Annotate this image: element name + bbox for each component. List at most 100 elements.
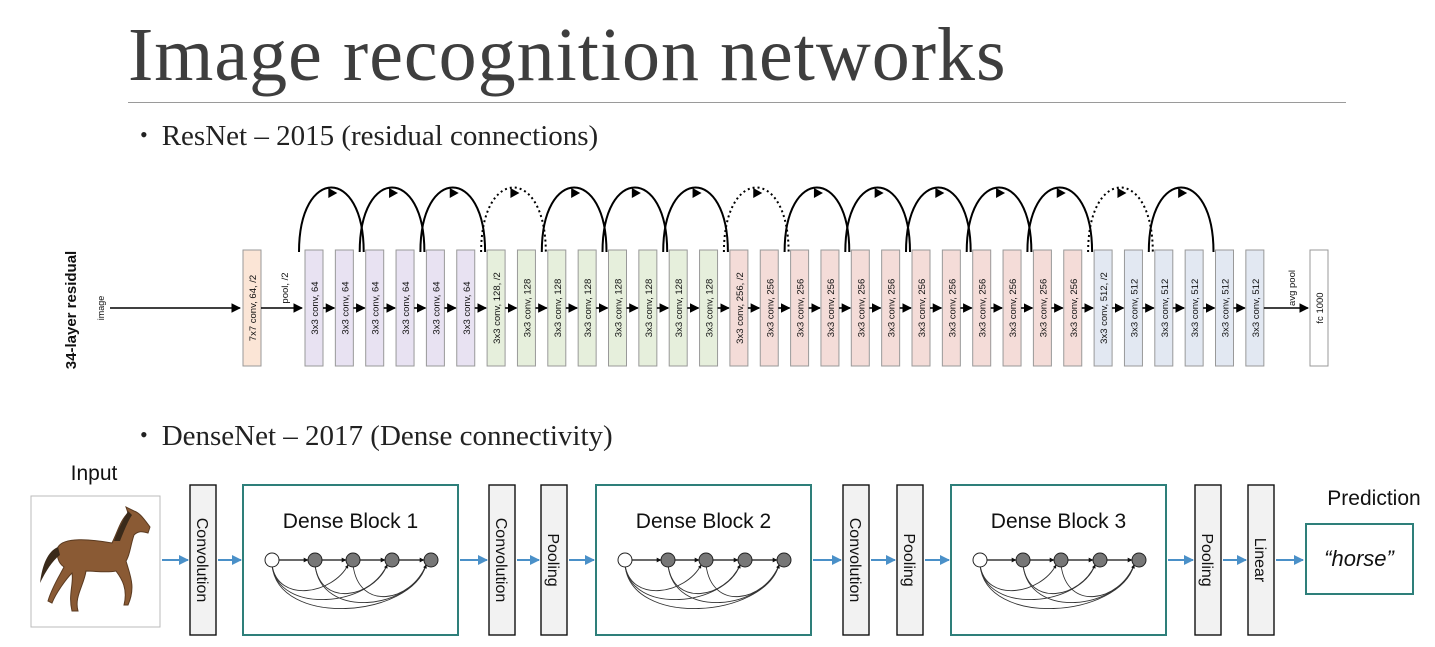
title-divider xyxy=(128,102,1346,103)
dense-node xyxy=(307,552,323,568)
layer-label: 3x3 conv, 64 xyxy=(462,281,473,334)
layer-box xyxy=(540,484,568,636)
layer-box xyxy=(1247,484,1275,636)
dense-connection xyxy=(1022,564,1096,594)
skip-connection-arc xyxy=(480,186,547,253)
skip-connection-arc xyxy=(1087,186,1154,253)
layer-label: 3x3 conv, 512 xyxy=(1251,279,1262,337)
resnet-diagram: 34-layer residual image 7x7 conv, 64, /2 po… xyxy=(63,186,1329,369)
skip-connection-arc xyxy=(358,186,426,253)
skip-connection-arc xyxy=(1147,186,1215,253)
layer-label: 3x3 conv, 256 xyxy=(1008,279,1019,337)
layer-label: Convolution xyxy=(846,518,863,603)
fc-label: fc 1000 xyxy=(1315,292,1326,323)
layer-box xyxy=(1194,484,1222,636)
dense-node xyxy=(264,552,280,568)
skip-connection-arc xyxy=(844,186,911,253)
input-label: image xyxy=(96,296,106,321)
skip-arrowhead-icon xyxy=(389,188,399,198)
dense-node xyxy=(1015,552,1031,568)
dense-connection xyxy=(979,564,1057,591)
skip-arrowhead-icon xyxy=(328,188,338,198)
dense-node xyxy=(384,552,400,568)
skip-arrowhead-icon xyxy=(449,188,459,198)
layer-label: 3x3 conv, 64 xyxy=(371,281,382,334)
skip-connection-arc xyxy=(965,186,1033,253)
skip-arrowhead-icon xyxy=(510,188,520,198)
layer-box xyxy=(842,484,870,636)
layer-label: 3x3 conv, 256 xyxy=(765,279,776,337)
dense-block-label: Dense Block 2 xyxy=(636,510,771,533)
dense-node xyxy=(345,552,361,568)
dense-node xyxy=(972,552,988,568)
layer-label: 3x3 conv, 128 xyxy=(614,279,625,337)
bullet-densenet-text: DenseNet – 2017 (Dense connectivity) xyxy=(161,420,613,452)
skip-connection-arc xyxy=(783,186,851,253)
layer-label: Linear xyxy=(1251,538,1268,583)
skip-arrowhead-icon xyxy=(1056,188,1066,198)
bullet-resnet: • ResNet – 2015 (residual connections) xyxy=(140,120,598,153)
layer-label: 3x3 conv, 512 xyxy=(1129,279,1140,337)
bullet-resnet-text: ResNet – 2015 (residual connections) xyxy=(161,120,599,152)
dense-node xyxy=(737,552,753,568)
layer-label: 3x3 conv, 256, /2 xyxy=(735,272,746,344)
bullet-dot-icon: • xyxy=(140,122,148,147)
dense-connection xyxy=(705,564,780,597)
dense-connection xyxy=(624,564,702,591)
layer-label-7x7: 7x7 conv, 64, /2 xyxy=(248,275,259,341)
layer-box xyxy=(488,484,516,636)
layer-label: 3x3 conv, 512 xyxy=(1221,279,1232,337)
layer-label: 3x3 conv, 128, /2 xyxy=(492,272,503,344)
prediction-value: “horse” xyxy=(1324,546,1395,571)
bullet-densenet: • DenseNet – 2017 (Dense connectivity) xyxy=(140,420,613,453)
dense-node xyxy=(1053,552,1069,568)
layer-label: 3x3 conv, 64 xyxy=(340,281,351,334)
layer-box xyxy=(189,484,217,636)
skip-arrowhead-icon xyxy=(1178,188,1188,198)
skip-arrowhead-icon xyxy=(753,188,763,198)
layer-label: Convolution xyxy=(193,518,210,603)
pool-label: pool, /2 xyxy=(280,272,291,303)
skip-arrowhead-icon xyxy=(571,188,581,198)
side-label: 34-layer residual xyxy=(63,251,80,369)
layer-label: 3x3 conv, 256 xyxy=(796,279,807,337)
skip-arrowhead-icon xyxy=(996,188,1006,198)
prediction-box xyxy=(1305,523,1414,595)
dense-connection xyxy=(352,564,427,597)
dense-node xyxy=(617,552,633,568)
layer-box-fc xyxy=(1309,249,1329,367)
layer-label: 3x3 conv, 512 xyxy=(1190,279,1201,337)
layer-label: Pooling xyxy=(900,533,917,586)
layer-label: 3x3 conv, 256 xyxy=(978,279,989,337)
skip-connection-arc xyxy=(662,186,729,253)
layer-label: 3x3 conv, 64 xyxy=(310,281,321,334)
skip-arrowhead-icon xyxy=(631,188,641,198)
skip-connection-arc xyxy=(419,186,487,253)
slide-title: Image recognition networks xyxy=(128,13,1007,97)
skip-connection-arc xyxy=(1026,186,1094,253)
skip-arrowhead-icon xyxy=(813,188,823,198)
skip-connection-arc xyxy=(722,186,790,253)
dense-block-label: Dense Block 3 xyxy=(991,510,1126,533)
layer-label: 3x3 conv, 128 xyxy=(674,279,685,337)
layer-label: Convolution xyxy=(492,518,509,603)
dense-node xyxy=(1131,552,1147,568)
layer-label: Pooling xyxy=(544,533,561,586)
dense-block-label: Dense Block 1 xyxy=(283,510,418,533)
dense-connection xyxy=(667,564,741,594)
layer-label: 3x3 conv, 512 xyxy=(1160,279,1171,337)
skip-arrowhead-icon xyxy=(1117,188,1127,198)
bullet-dot-icon: • xyxy=(140,422,148,447)
skip-arrowhead-icon xyxy=(874,188,884,198)
avg-pool-label: avg pool xyxy=(1287,270,1298,306)
dense-node xyxy=(776,552,792,568)
layer-label: 3x3 conv, 256 xyxy=(887,279,898,337)
dense-node xyxy=(423,552,439,568)
layer-box xyxy=(896,484,924,636)
skip-connection-arc xyxy=(540,186,608,253)
dense-connection xyxy=(1060,564,1135,597)
dense-connection xyxy=(271,564,349,591)
layer-label: 3x3 conv, 128 xyxy=(553,279,564,337)
dense-node xyxy=(1092,552,1108,568)
